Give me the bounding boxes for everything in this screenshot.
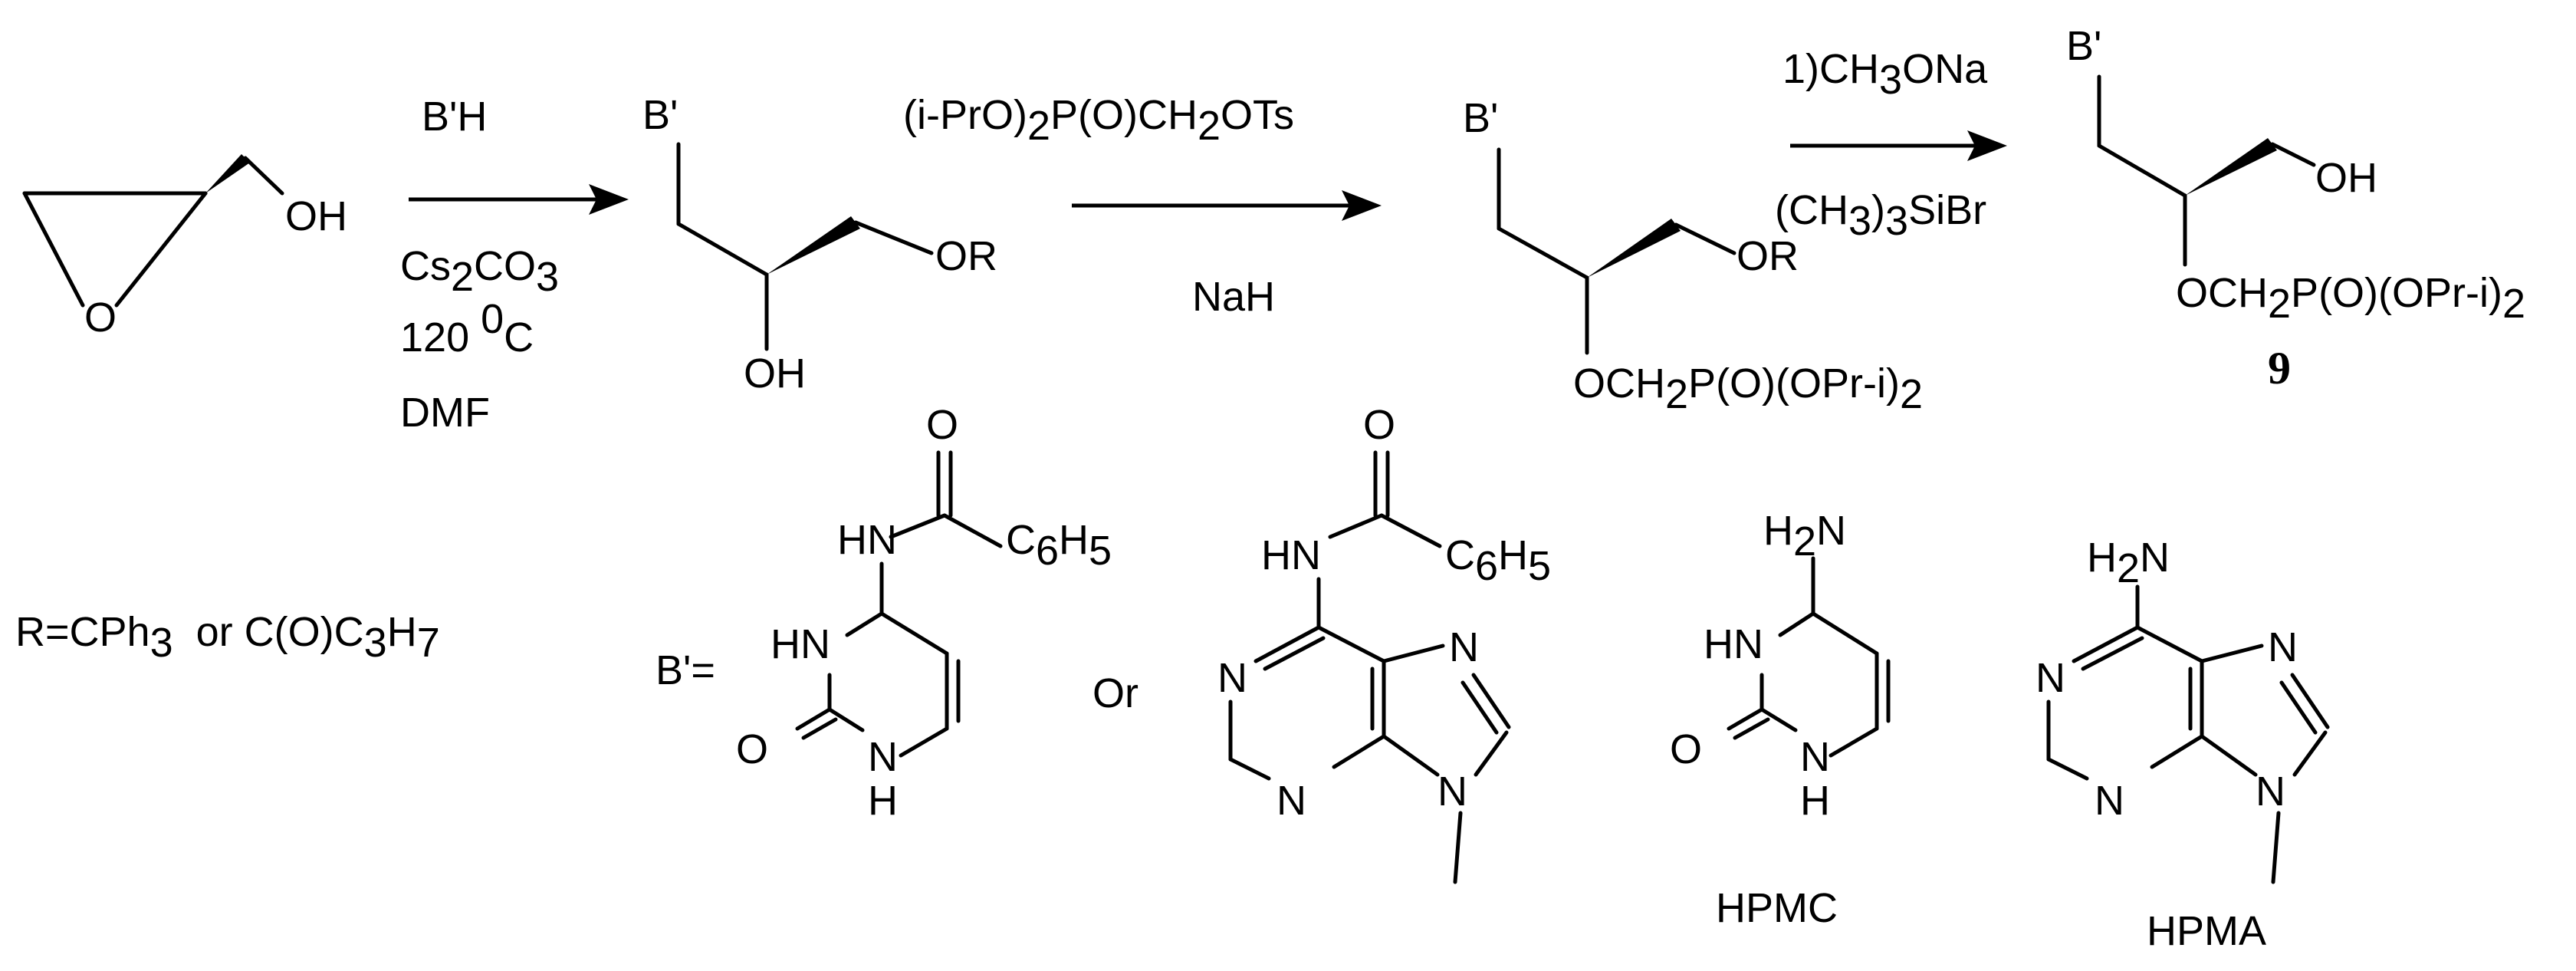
step3-reagent2: (CH3)3SiBr: [1775, 187, 1986, 244]
step3-reagent1: 1)CH3ONa: [1783, 46, 1988, 103]
step2-arrow: [1072, 190, 1382, 221]
cyto-amide-c6h5: C6H5: [1006, 517, 1112, 574]
intermediate2-b-prime: B': [1463, 95, 1498, 141]
protected-adenine-structure: O C6H5 HN N N N N: [1217, 402, 1551, 884]
glycidol-structure: OH O: [22, 154, 347, 341]
product-b-prime: B': [2066, 23, 2101, 69]
hpma-h2n: H2N: [2087, 535, 2170, 591]
glycidol-ring-o: O: [84, 295, 117, 341]
product-oh: OH: [2315, 155, 2377, 201]
cyto-ring-n: N: [868, 734, 898, 780]
aden-n9: N: [1438, 769, 1467, 815]
hpma-n3: N: [2095, 778, 2124, 824]
r-definition: R=CPh3 or C(O)C3H7: [15, 609, 440, 666]
glycidol-oh: OH: [285, 193, 347, 239]
hpma-n1: N: [2036, 655, 2065, 701]
intermediate1-or: OR: [935, 233, 997, 279]
hpmc-ring-hn: HN: [1704, 621, 1763, 667]
product-structure: B' OH OCH2P(O)(OPr-i)2 9: [2066, 23, 2525, 393]
or-label: Or: [1092, 670, 1138, 716]
step1-base: Cs2CO3: [400, 243, 559, 300]
product-label: 9: [2268, 343, 2291, 393]
cyto-ring-hn: HN: [770, 621, 830, 667]
protected-cytosine-structure: O C6H5 HN HN O N H: [736, 402, 1112, 824]
intermediate2-or: OR: [1737, 233, 1799, 279]
aden-amide-c6h5: C6H5: [1445, 532, 1551, 589]
hpmc-structure: H2N HN O N H HPMC: [1670, 508, 1891, 931]
cyto-ring-o: O: [736, 726, 768, 772]
step3-arrow: [1790, 130, 2007, 161]
hpma-label: HPMA: [2147, 908, 2266, 954]
step1-solvent: DMF: [400, 390, 490, 436]
aden-n3: N: [1276, 778, 1306, 824]
hpmc-ring-n: N: [1800, 734, 1830, 780]
intermediate1-structure: B' OR OH: [642, 92, 997, 397]
step1-arrow: [409, 184, 629, 215]
intermediate2-structure: B' OR OCH2P(O)(OPr-i)2: [1463, 95, 1923, 417]
intermediate1-b-prime: B': [642, 92, 678, 138]
step1-reagent: B'H: [422, 94, 487, 140]
b-prime-definition-label: B'=: [656, 647, 715, 693]
hpmc-label: HPMC: [1716, 885, 1838, 931]
intermediate1-oh: OH: [744, 351, 806, 397]
hpma-structure: H2N N N N N HPMA: [2036, 535, 2330, 954]
intermediate2-substituent: OCH2P(O)(OPr-i)2: [1573, 360, 1923, 417]
hpma-n9: N: [2256, 769, 2285, 815]
step2-reagent: (i-PrO)2P(O)CH2OTs: [903, 92, 1294, 149]
hpmc-ring-o: O: [1670, 726, 1702, 772]
aden-n1: N: [1217, 655, 1247, 701]
step1-temperature: 120 0C: [400, 296, 534, 360]
step2-base: NaH: [1192, 274, 1275, 320]
hpma-n7: N: [2268, 624, 2298, 670]
aden-n7: N: [1449, 624, 1479, 670]
product-substituent: OCH2P(O)(OPr-i)2: [2176, 270, 2525, 327]
hpmc-ring-n-h: H: [1800, 778, 1830, 824]
cyto-ring-n-h: H: [868, 778, 898, 824]
cyto-amide-hn: HN: [837, 517, 897, 563]
aden-carbonyl-o: O: [1363, 402, 1395, 448]
hpmc-h2n: H2N: [1763, 508, 1846, 564]
aden-amide-hn: HN: [1261, 532, 1321, 578]
cyto-carbonyl-o: O: [926, 402, 958, 448]
